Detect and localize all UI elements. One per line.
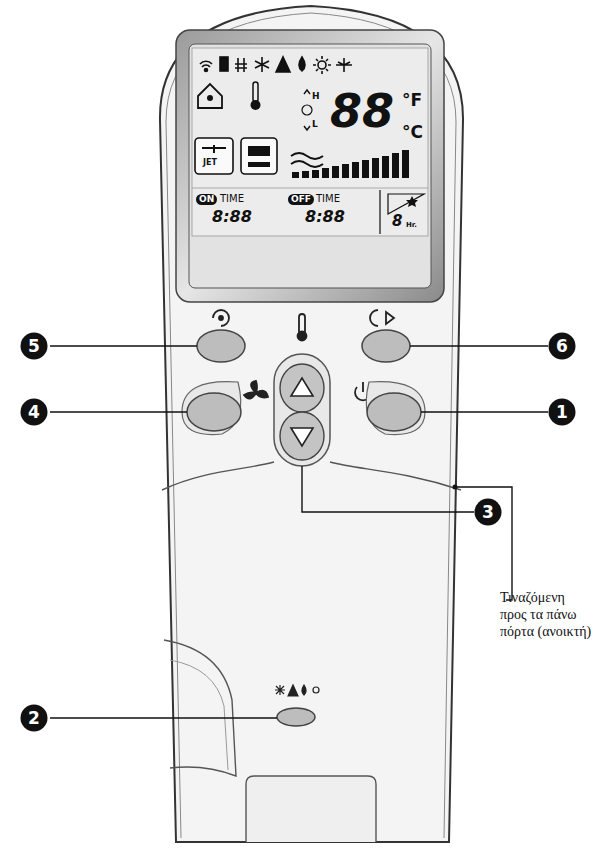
callout-number: 1	[548, 398, 576, 426]
lcd-mark: L	[312, 120, 318, 129]
lcd-mark: ON	[196, 194, 217, 205]
callout-number: 4	[20, 398, 48, 426]
callout-text: 5	[28, 338, 40, 355]
lcd-time: 8	[392, 214, 402, 229]
callout-text: 1	[556, 404, 568, 421]
callout-text: 6	[556, 338, 568, 355]
lcd-time: 8:88	[305, 209, 345, 225]
callout-number: 3	[474, 498, 502, 526]
callout-text: 4	[28, 404, 40, 421]
lcd-mark: TIME	[220, 194, 244, 204]
callout-number: 5	[20, 332, 48, 360]
unit-label: °F	[402, 92, 422, 109]
lcd-mark: H	[312, 92, 320, 101]
callout-number: 6	[548, 332, 576, 360]
callout-text: 2	[28, 710, 40, 727]
callout-number: 2	[20, 704, 48, 732]
lcd-mark: Hr.	[406, 222, 417, 229]
lcd-time: 8:88	[212, 209, 252, 225]
lcd-mark: OFF	[288, 194, 314, 205]
part-note: Τιναζόμενη προς τα πάνω πόρτα (ανοικτή)	[500, 590, 592, 640]
callout-text: 3	[482, 504, 494, 521]
unit-label: °C	[402, 124, 423, 141]
lcd-temperature: 88	[330, 88, 394, 134]
lcd-mark: JET	[203, 159, 217, 167]
lcd-mark: TIME	[316, 194, 340, 204]
